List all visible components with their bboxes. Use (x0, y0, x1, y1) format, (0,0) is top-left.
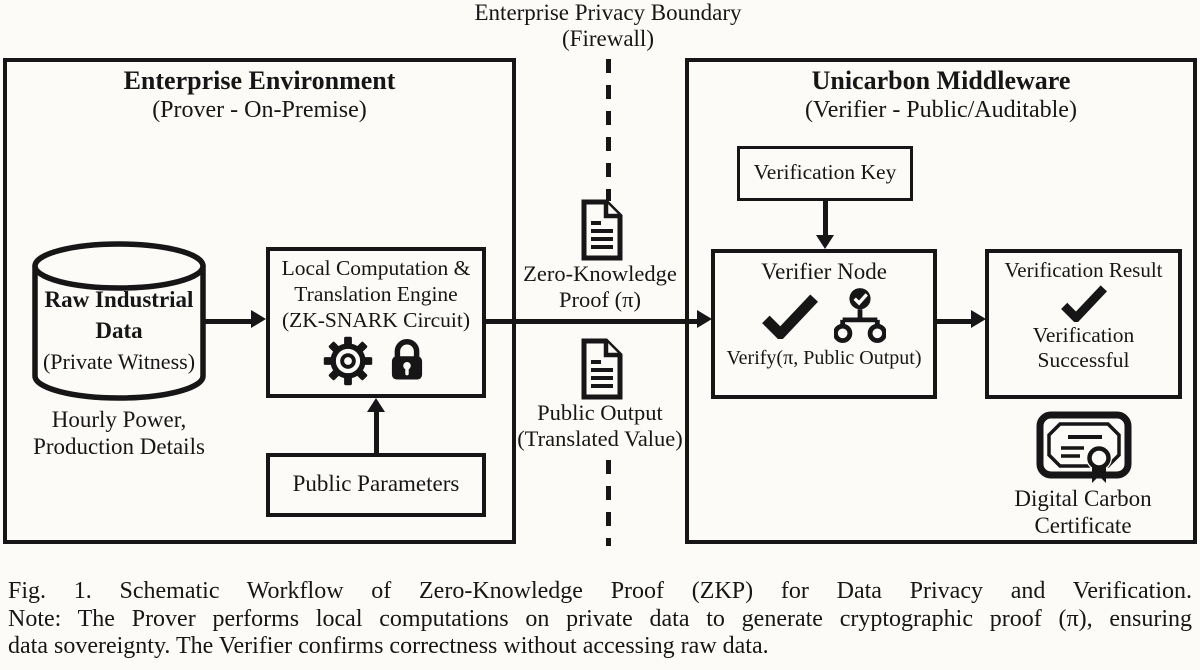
public-output-label-line2: (Translated Value) (517, 426, 683, 451)
verification-result-status-line1: Verification (1032, 323, 1135, 347)
figure-caption-line2: Note: The Prover performs local computat… (8, 605, 1192, 632)
database-label: Raw Industrial Data (Private Witness) (30, 284, 208, 377)
certificate-label-line1: Digital Carbon (1014, 486, 1152, 511)
arrow-params-to-engine (374, 410, 379, 454)
unicarbon-middleware-header: Unicarbon Middleware (Verifier - Public/… (685, 66, 1197, 124)
certificate-icon (1036, 411, 1132, 483)
engine-label-line1: Local Computation & (281, 256, 471, 280)
database-label-line2: Data (95, 318, 143, 343)
lock-icon (391, 339, 423, 380)
arrow-database-to-engine (205, 319, 253, 324)
engine-icons (270, 336, 482, 386)
public-parameters-box: Public Parameters (266, 453, 486, 517)
arrowhead-database-to-engine (251, 310, 266, 328)
arrow-key-to-node (823, 201, 828, 236)
unicarbon-middleware-subtitle: (Verifier - Public/Auditable) (805, 97, 1077, 123)
enterprise-environment-subtitle: (Prover - On-Premise) (152, 97, 367, 123)
privacy-boundary-label: Enterprise Privacy Boundary (Firewall) (418, 0, 798, 52)
zk-proof-label-line2: Proof (π) (559, 287, 641, 312)
database-cylinder-icon (32, 241, 206, 401)
database-caption-line1: Hourly Power, (51, 407, 187, 432)
database-label-line3: (Private Witness) (42, 349, 196, 374)
verification-key-box: Verification Key (737, 146, 913, 201)
figure-caption-line3: data sovereignty. The Verifier confirms … (8, 633, 769, 659)
public-parameters-label: Public Parameters (292, 471, 460, 496)
firewall-dashed-line-top (606, 59, 611, 201)
engine-label-line3: (ZK-SNARK Circuit) (281, 308, 471, 332)
figure-caption-line1: Fig. 1. Schematic Workflow of Zero-Knowl… (8, 578, 1192, 604)
certificate-label: Digital Carbon Certificate (1003, 485, 1163, 539)
engine-label: Local Computation & Translation Engine (… (270, 251, 482, 333)
arrow-node-to-result (937, 319, 973, 324)
verifier-node-icons (715, 287, 933, 345)
verification-result-status-line2: Successful (1037, 348, 1130, 372)
database-caption: Hourly Power, Production Details (10, 406, 228, 460)
verification-result-title: Verification Result (1004, 258, 1163, 282)
zk-proof-label-line1: Zero-Knowledge (523, 261, 677, 286)
database-label-line1: Raw Industrial (44, 287, 194, 312)
checkmark-icon (762, 294, 818, 339)
firewall-dashed-line-bottom (606, 460, 611, 546)
zk-proof-label: Zero-Knowledge Proof (π) (494, 261, 706, 313)
arrow-engine-to-verifier (486, 319, 698, 324)
arrowhead-node-to-result (971, 310, 986, 328)
enterprise-environment-box (3, 58, 516, 544)
enterprise-environment-header: Enterprise Environment (Prover - On-Prem… (3, 66, 516, 124)
engine-label-line2: Translation Engine (294, 282, 458, 306)
arrowhead-params-to-engine (367, 398, 385, 412)
arrowhead-engine-to-verifier (697, 310, 712, 328)
public-output-label: Public Output (Translated Value) (492, 400, 708, 452)
unicarbon-middleware-box (685, 58, 1197, 544)
verification-key-label: Verification Key (753, 160, 897, 184)
zk-proof-document-icon (581, 199, 623, 261)
verification-result-icon-row (989, 285, 1178, 322)
public-output-document-icon (581, 338, 623, 400)
gear-icon (323, 336, 373, 386)
arrowhead-key-to-node (816, 235, 834, 249)
unicarbon-middleware-title: Unicarbon Middleware (811, 66, 1071, 95)
consensus-nodes-icon (834, 288, 886, 343)
verification-result-box: Verification Result Verification Success… (985, 249, 1182, 399)
verifier-node-box: Verifier Node Verify(π, Public Output) (711, 249, 937, 399)
privacy-boundary-line1: Enterprise Privacy Boundary (474, 0, 742, 25)
privacy-boundary-line2: (Firewall) (562, 26, 654, 51)
success-checkmark-icon (1060, 285, 1107, 322)
enterprise-environment-title: Enterprise Environment (123, 66, 396, 95)
database-caption-line2: Production Details (33, 434, 205, 459)
certificate-label-line2: Certificate (1034, 513, 1132, 538)
verifier-node-function: Verify(π, Public Output) (726, 347, 922, 369)
public-output-label-line1: Public Output (537, 400, 663, 425)
verifier-node-title: Verifier Node (761, 259, 887, 284)
engine-box: Local Computation & Translation Engine (… (266, 247, 486, 398)
figure-caption: Fig. 1. Schematic Workflow of Zero-Knowl… (8, 578, 1192, 661)
verification-result-status: Verification Successful (989, 323, 1178, 373)
